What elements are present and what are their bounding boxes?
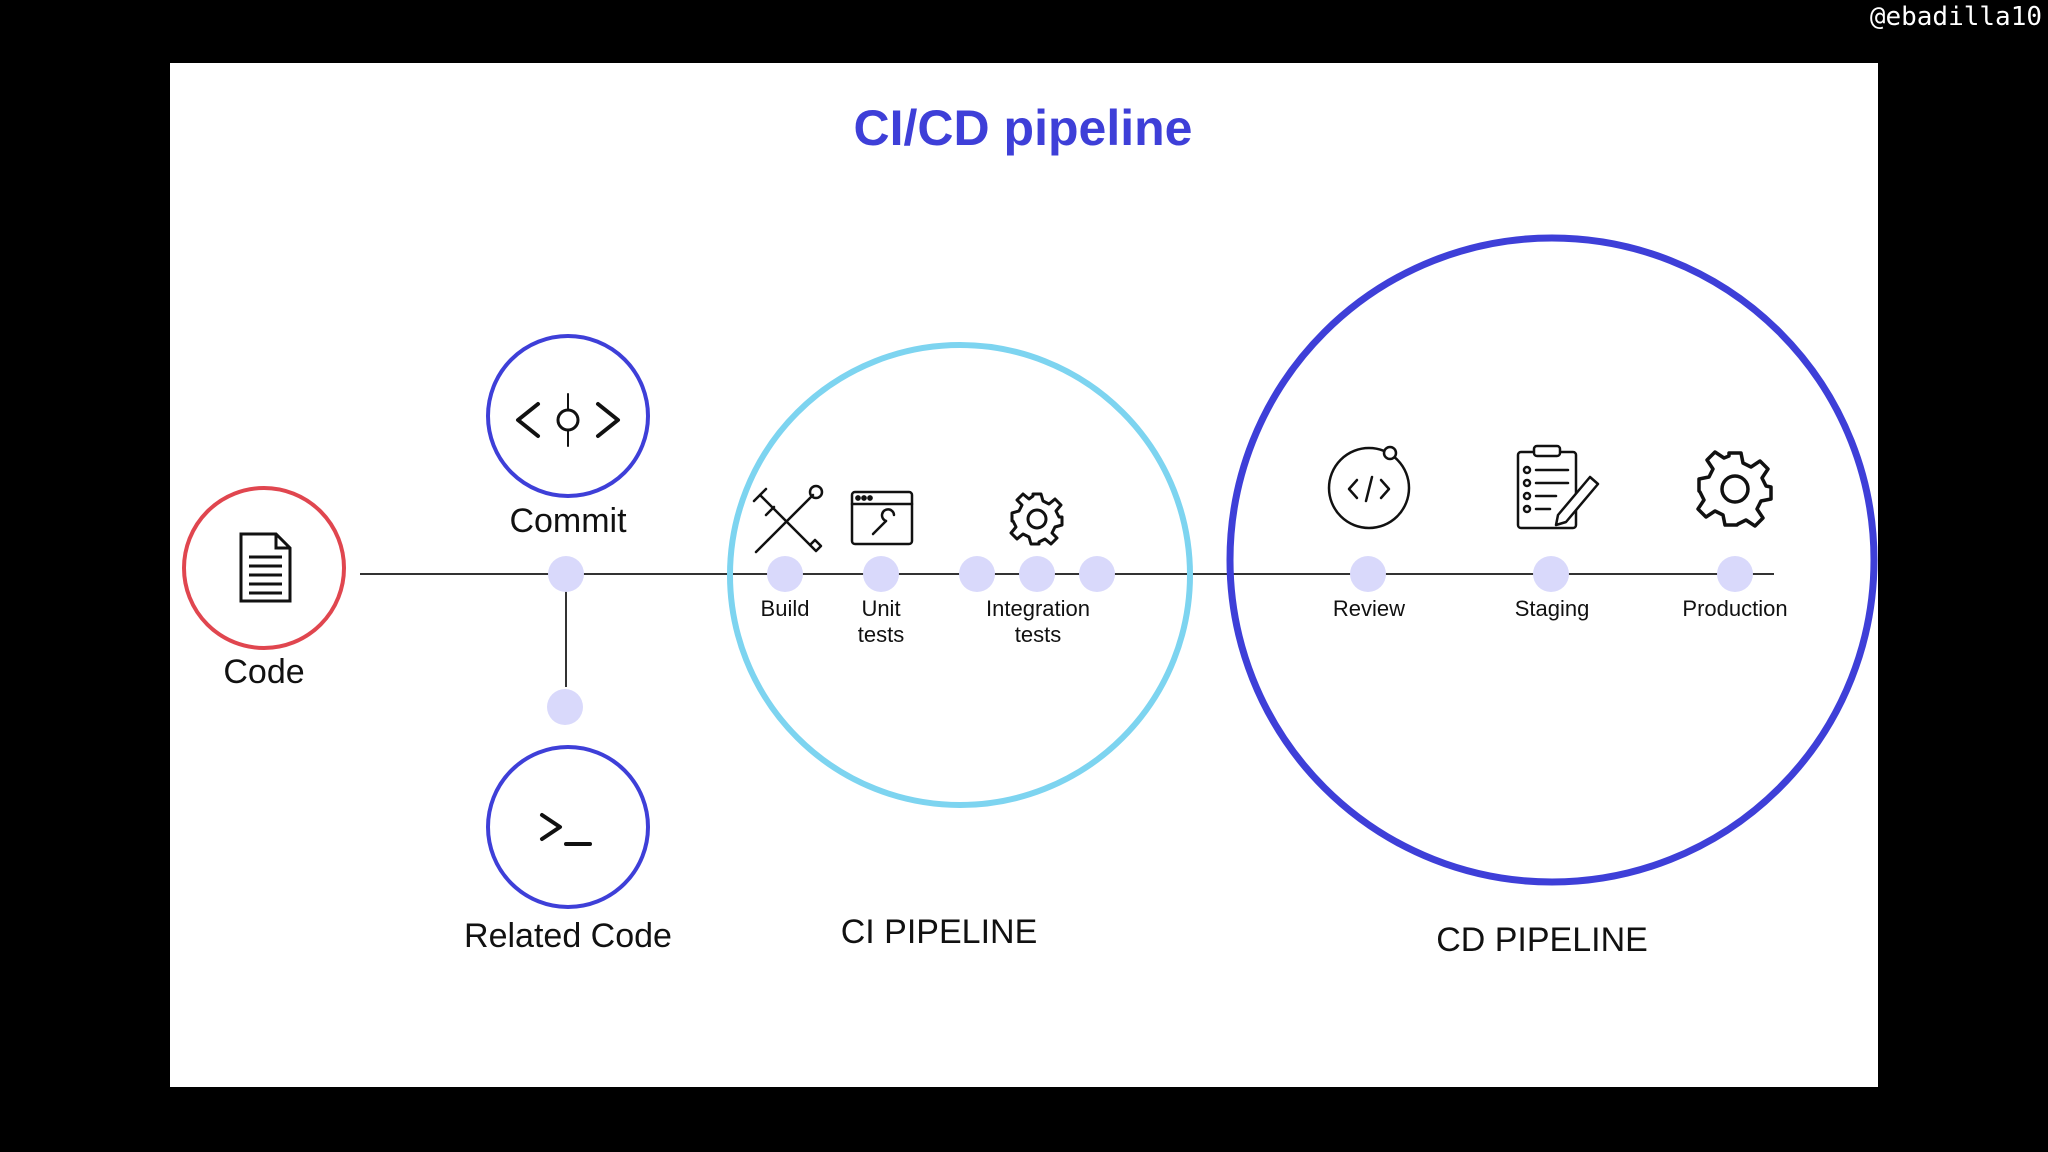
unit-tests-dot <box>863 556 899 592</box>
ci-pipeline-circle <box>727 342 1193 808</box>
terminal-icon <box>540 813 592 846</box>
commit-label: Commit <box>509 502 627 540</box>
code-label: Code <box>223 653 304 691</box>
commit-node: Commit <box>486 334 650 540</box>
ci-dot <box>959 556 995 592</box>
integration-tests-label-2: tests <box>1015 622 1061 647</box>
related-code-label: Related Code <box>464 917 672 955</box>
tools-icon <box>752 484 824 554</box>
gear-icon <box>1696 450 1773 528</box>
commit-icon <box>516 393 620 447</box>
review-label: Review <box>1333 596 1405 621</box>
gear-icon <box>1009 492 1064 546</box>
related-code-dot <box>547 689 583 725</box>
build-label: Build <box>761 596 810 621</box>
production-dot <box>1717 556 1753 592</box>
staging-label: Staging <box>1515 596 1590 621</box>
commit-dot <box>548 556 584 592</box>
review-dot <box>1350 556 1386 592</box>
staging-dot <box>1533 556 1569 592</box>
ci-dot <box>1079 556 1115 592</box>
checklist-icon <box>1516 444 1600 530</box>
cd-pipeline-circle <box>1226 234 1878 886</box>
build-dot <box>767 556 803 592</box>
ci-pipeline-label: CI PIPELINE <box>841 913 1038 951</box>
diagram-panel: CI/CD pipeline Code <box>170 63 1878 1087</box>
document-icon <box>239 532 292 603</box>
unit-tests-label-2: tests <box>858 622 904 647</box>
code-node: Code <box>182 486 346 691</box>
integration-tests-dot <box>1019 556 1055 592</box>
production-label: Production <box>1682 596 1787 621</box>
related-code-node: Related Code <box>464 745 672 955</box>
pipeline-diagram: CI/CD pipeline Code <box>182 100 1878 959</box>
browser-wrench-icon <box>850 490 914 546</box>
flow-dots <box>547 556 1753 725</box>
code-circle-icon <box>1327 445 1411 530</box>
diagram-title: CI/CD pipeline <box>854 100 1193 156</box>
watermark: @ebadilla10 <box>1869 2 2042 32</box>
cd-pipeline-label: CD PIPELINE <box>1436 921 1648 959</box>
unit-tests-label: Unit <box>861 596 900 621</box>
integration-tests-label: Integration <box>986 596 1090 621</box>
